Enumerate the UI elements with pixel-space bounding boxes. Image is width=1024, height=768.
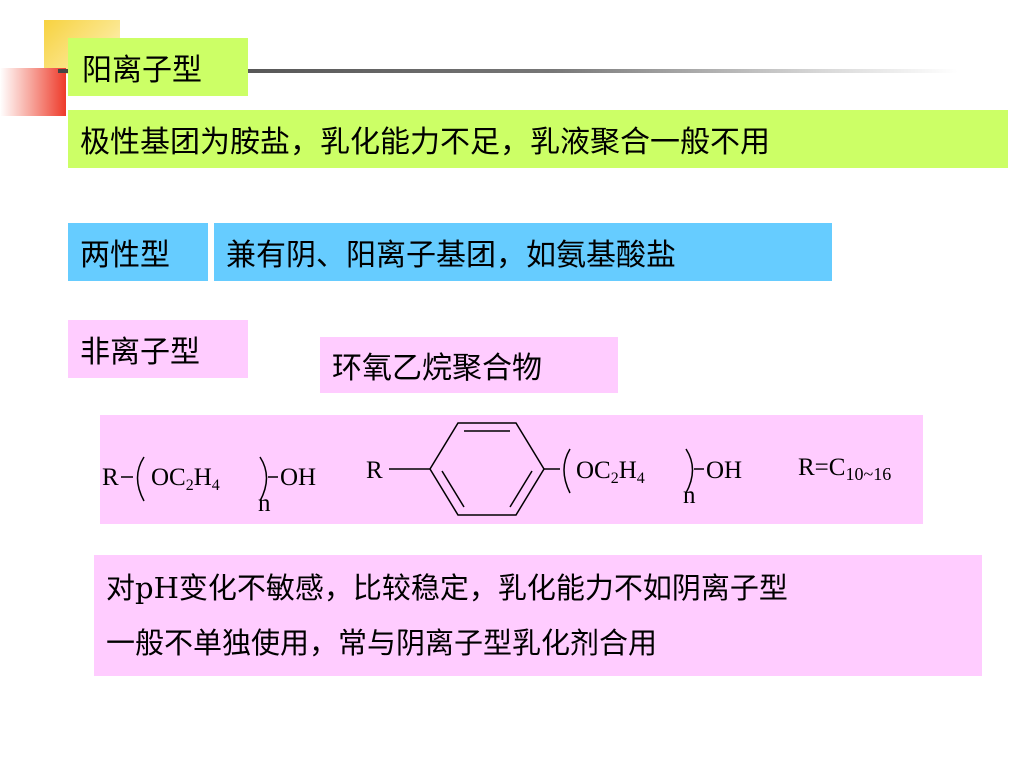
nonionic-label: 非离子型 <box>68 320 248 378</box>
cationic-description: 极性基团为胺盐，乳化能力不足，乳液聚合一般不用 <box>68 110 1008 168</box>
r-definition: R=C10~16 <box>798 454 891 484</box>
amphoteric-label: 两性型 <box>68 223 208 281</box>
formula1-bracket-right <box>259 456 268 502</box>
nonionic-notes: 对pH变化不敏感，比较稳定，乳化能力不如阴离子型 一般不单独使用，常与阴离子型乳… <box>94 555 982 676</box>
formula-drawing: R OC2H4 OH n R OC2H4 OH <box>102 422 891 517</box>
note-line-2: 一般不单独使用，常与阴离子型乳化剂合用 <box>106 625 658 660</box>
note-line-1: 对pH变化不敏感，比较稳定，乳化能力不如阴离子型 <box>106 570 788 605</box>
formula-alkyl-peo: R OC2H4 OH n <box>102 456 316 517</box>
decor-title-rule <box>58 69 958 73</box>
svg-text:OC2H4: OC2H4 <box>151 464 220 494</box>
formula2-oh: OH <box>706 457 742 484</box>
formula2-n: n <box>683 482 696 509</box>
slide-title: 阳离子型 <box>68 38 248 96</box>
formula-alkylphenol-peo: R OC2H4 OH n <box>366 422 742 516</box>
formula1-r: R <box>102 464 119 491</box>
formula1-oc: OC <box>151 464 186 491</box>
formula2-bracket-right <box>685 448 694 494</box>
formula1-sub2: 2 <box>186 477 194 494</box>
amphoteric-description: 兼有阴、阳离子基团，如氨基酸盐 <box>214 223 832 281</box>
formula1-oh: OH <box>280 464 316 491</box>
svg-text:OC2H4: OC2H4 <box>576 457 645 487</box>
formula1-bracket-left <box>136 456 145 502</box>
formula-panel: R OC2H4 OH n R OC2H4 OH <box>100 415 923 524</box>
formula2-sub2: 2 <box>611 470 619 487</box>
formula2-bracket-left <box>563 448 571 494</box>
formula1-n: n <box>258 490 271 517</box>
formula2-sub4: 4 <box>637 470 645 487</box>
decor-red-bar <box>0 68 66 116</box>
formula2-r: R <box>366 457 383 484</box>
benzene-ring <box>429 422 545 516</box>
peo-label: 环氧乙烷聚合物 <box>320 337 618 393</box>
r-definition-prefix: R=C <box>798 454 845 481</box>
r-definition-subscript: 10~16 <box>845 464 891 484</box>
formula1-sub4: 4 <box>212 477 220 494</box>
formula1-h: H <box>194 464 212 491</box>
formula2-oc: OC <box>576 457 611 484</box>
formula2-h: H <box>619 457 637 484</box>
